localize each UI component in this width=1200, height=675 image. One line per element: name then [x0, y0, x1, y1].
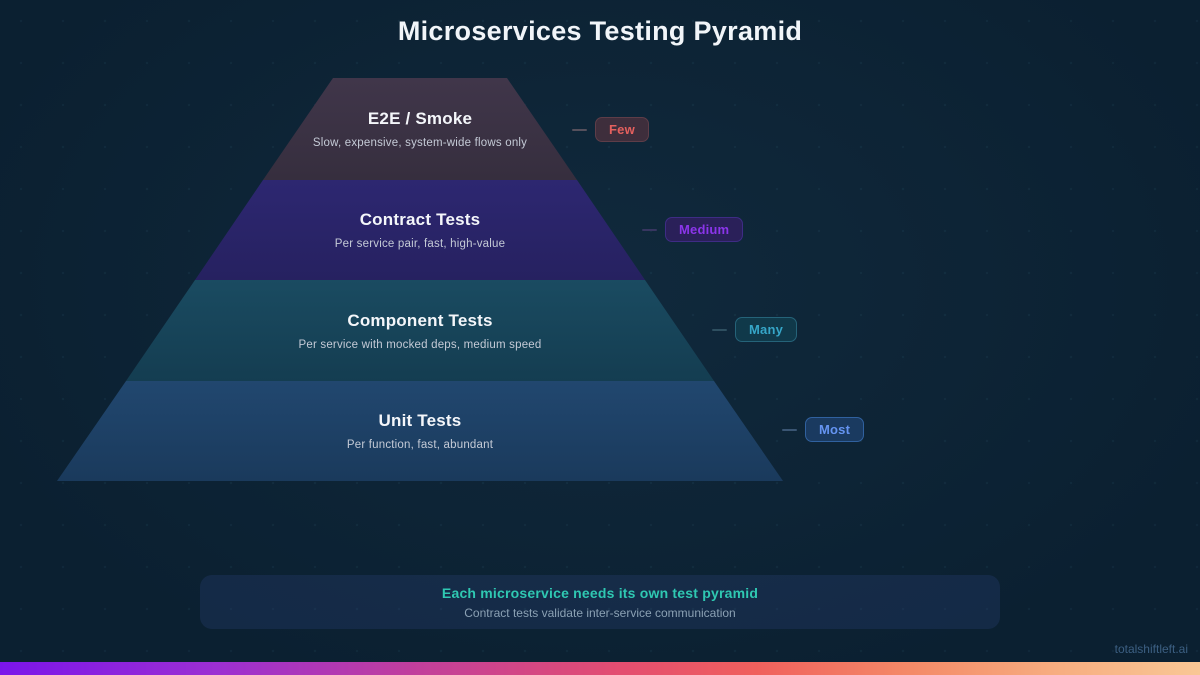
layer-description: Slow, expensive, system-wide flows only: [312, 137, 528, 149]
quantity-badge-row-few: Few: [572, 117, 649, 142]
layer-description: Per service pair, fast, high-value: [334, 238, 506, 250]
pyramid-layer-contract-tests: Contract Tests Per service pair, fast, h…: [195, 180, 645, 280]
page-title: Microservices Testing Pyramid: [397, 16, 803, 46]
callout-title: Each microservice needs its own test pyr…: [441, 584, 759, 601]
quantity-badge-few: Few: [595, 117, 649, 142]
quantity-badge-medium: Medium: [665, 217, 744, 242]
quantity-badge-many: Many: [735, 317, 798, 342]
layer-title: Contract Tests: [359, 210, 481, 229]
pyramid-layer-component-tests: Component Tests Per service with mocked …: [126, 280, 714, 381]
connector-dash: [782, 428, 797, 431]
callout-subtitle: Contract tests validate inter-service co…: [464, 605, 736, 620]
brand-watermark: totalshiftleft.ai: [1114, 642, 1188, 656]
footer-gradient-bar: [0, 662, 1200, 675]
layer-description: Per function, fast, abundant: [346, 439, 494, 451]
connector-dash: [712, 328, 727, 331]
layer-title: Component Tests: [347, 310, 493, 330]
pyramid-layer-unit-tests: Unit Tests Per function, fast, abundant: [57, 381, 783, 481]
connector-dash: [642, 228, 657, 231]
connector-dash: [572, 128, 587, 131]
quantity-badge-row-many: Many: [712, 317, 798, 342]
testing-pyramid: E2E / Smoke Slow, expensive, system-wide…: [57, 78, 783, 481]
quantity-badge-most: Most: [805, 417, 865, 442]
quantity-badge-row-most: Most: [782, 417, 865, 442]
layer-description: Per service with mocked deps, medium spe…: [298, 338, 542, 351]
layer-title: E2E / Smoke: [367, 109, 473, 128]
pyramid-layer-e2e-smoke: E2E / Smoke Slow, expensive, system-wide…: [263, 78, 577, 180]
layer-title: Unit Tests: [378, 411, 462, 430]
callout-box: Each microservice needs its own test pyr…: [200, 575, 1000, 629]
quantity-badge-row-medium: Medium: [642, 217, 744, 242]
